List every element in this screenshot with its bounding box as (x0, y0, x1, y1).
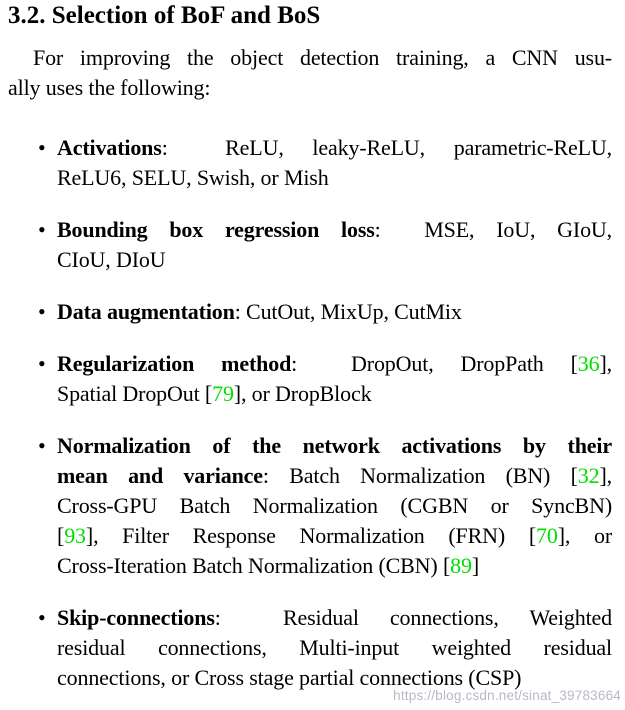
text-run: : ReLU, leaky-ReLU, parametric-ReLU, (161, 135, 612, 160)
citation-link[interactable]: 36 (577, 351, 600, 376)
text-run: Data augmentation (57, 299, 235, 324)
text-run: ally uses the following: (8, 75, 211, 100)
watermark: https://blog.csdn.net/sinat_39783664 (393, 688, 621, 703)
citation-link[interactable]: 93 (64, 523, 86, 548)
text-line: ally uses the following: (8, 73, 612, 103)
list-item: • Skip-connections: Residual connections,… (38, 603, 612, 693)
bullet-icon: • (38, 217, 46, 242)
text-run: ReLU6, SELU, Swish, or Mish (57, 165, 329, 190)
text-line: Data augmentation: CutOut, MixUp, CutMix (57, 297, 612, 327)
text-run: Skip-connections (57, 605, 215, 630)
text-run: Regularization method (57, 351, 292, 376)
text-line: residual connections, Multi-input weight… (57, 633, 612, 663)
text-run: connections, or Cross stage partial conn… (57, 665, 522, 690)
text-run: mean and variance (57, 463, 263, 488)
bullet-icon: • (38, 351, 46, 376)
text-run: Normalization of the network activations… (57, 433, 612, 458)
bullet-icon: • (38, 605, 46, 630)
list-item: • Data augmentation: CutOut, MixUp, CutMi… (38, 297, 612, 327)
text-run: Spatial DropOut [ (57, 381, 213, 406)
text-run: : CutOut, MixUp, CutMix (234, 299, 462, 324)
list-item: • Normalization of the network activation… (38, 431, 612, 581)
text-run: residual connections, Multi-input weight… (57, 635, 612, 660)
citation-link[interactable]: 79 (212, 381, 234, 406)
citation-link[interactable]: 89 (450, 553, 472, 578)
text-line: Spatial DropOut [79], or DropBlock (57, 379, 612, 409)
citation-link[interactable]: 70 (536, 523, 558, 548)
text-line: Cross-GPU Batch Normalization (CGBN or S… (57, 491, 612, 521)
text-run: CIoU, DIoU (57, 247, 166, 272)
text-line: CIoU, DIoU (57, 245, 612, 275)
text-run: ], Filter Response Normalization (FRN) [ (85, 523, 536, 548)
text-line: ReLU6, SELU, Swish, or Mish (57, 163, 612, 193)
bullet-icon: • (38, 135, 46, 160)
text-line: Bounding box regression loss: MSE, IoU, … (57, 215, 612, 245)
text-run: : Residual connections, Weighted (214, 605, 612, 630)
text-run: ], (599, 463, 612, 488)
list-item: • Bounding box regression loss: MSE, IoU,… (38, 215, 612, 275)
list-item: • Activations: ReLU, leaky-ReLU, parametr… (38, 133, 612, 193)
text-line: mean and variance: Batch Normalization (… (57, 461, 612, 491)
text-line: Skip-connections: Residual connections, … (57, 603, 612, 633)
text-line: [93], Filter Response Normalization (FRN… (57, 521, 612, 551)
intro-paragraph: For improving the object detection train… (8, 43, 612, 103)
text-run: ] (471, 553, 480, 578)
text-run: : Batch Normalization (BN) [ (262, 463, 578, 488)
paper-content: 3.2. Selection of BoF and BoS For improv… (8, 2, 612, 693)
bullet-icon: • (38, 299, 46, 324)
bullet-icon: • (38, 433, 46, 458)
list-item: • Regularization method: DropOut, DropPat… (38, 349, 612, 409)
text-run: ], (599, 351, 612, 376)
text-line: connections, or Cross stage partial conn… (57, 663, 612, 693)
text-line: Regularization method: DropOut, DropPath… (57, 349, 612, 379)
text-run: Cross-GPU Batch Normalization (CGBN or S… (57, 493, 612, 518)
text-line: Activations: ReLU, leaky-ReLU, parametri… (57, 133, 612, 163)
section-heading: 3.2. Selection of BoF and BoS (8, 2, 321, 29)
text-run: : MSE, IoU, GIoU, (374, 217, 613, 242)
text-line: For improving the object detection train… (8, 43, 612, 73)
text-run: Activations (57, 135, 162, 160)
bullet-list: • Activations: ReLU, leaky-ReLU, parametr… (8, 133, 612, 693)
text-run: Bounding box regression loss (57, 217, 375, 242)
text-line: Cross-Iteration Batch Normalization (CBN… (57, 551, 612, 581)
text-run: [ (57, 523, 65, 548)
text-run: : DropOut, DropPath [ (291, 351, 578, 376)
text-run: ], or DropBlock (233, 381, 372, 406)
text-run: ], or (557, 523, 612, 548)
citation-link[interactable]: 32 (577, 463, 600, 488)
text-line: Normalization of the network activations… (57, 431, 612, 461)
text-run: Cross-Iteration Batch Normalization (CBN… (57, 553, 451, 578)
text-run: For improving the object detection train… (33, 45, 612, 70)
